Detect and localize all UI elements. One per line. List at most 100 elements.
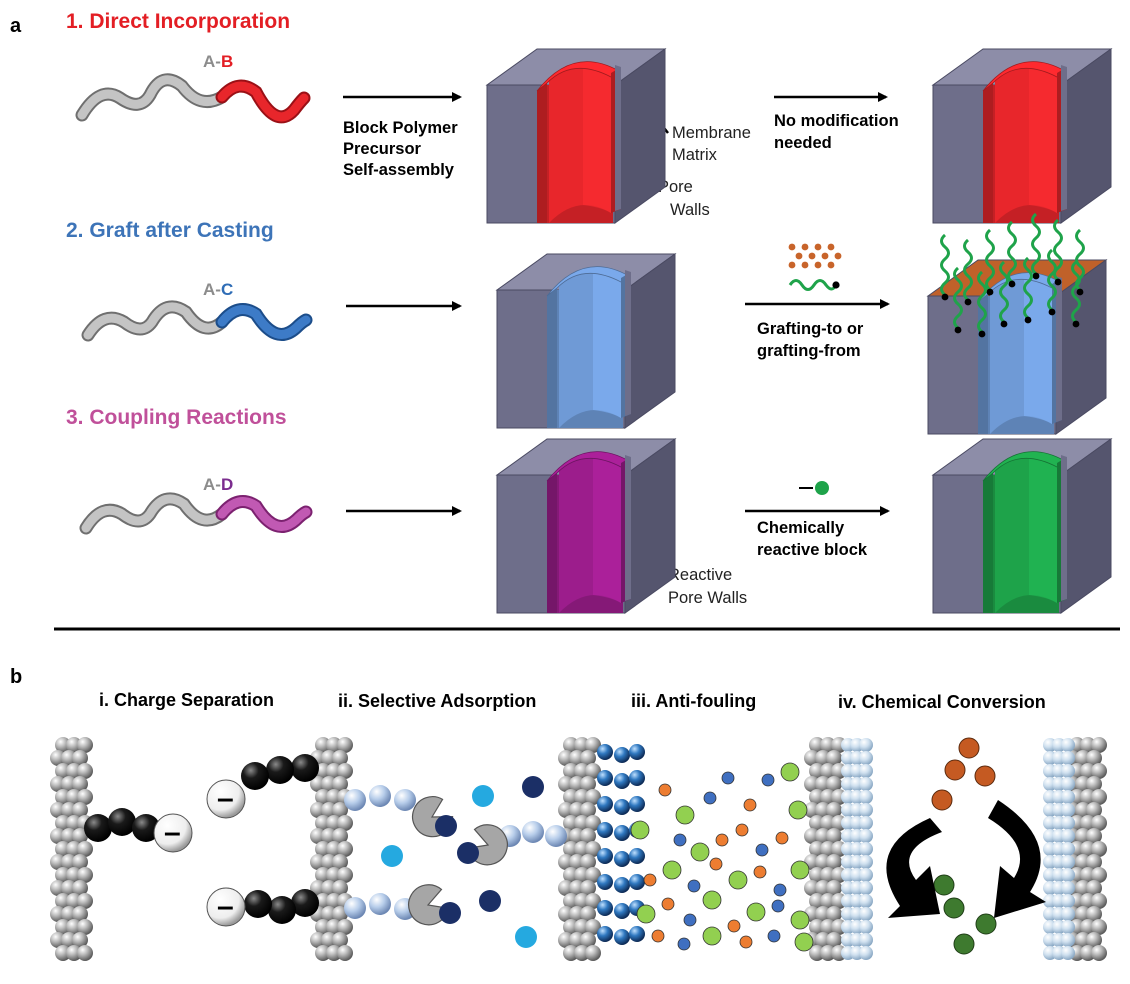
brush-bead — [597, 822, 613, 838]
charged-chain-bead — [268, 896, 296, 924]
row3-title: 3. Coupling Reactions — [66, 406, 287, 429]
step1-line2: Precursor — [343, 140, 422, 158]
reactant-molecule — [944, 759, 966, 781]
product-molecule — [943, 897, 965, 919]
b-title-anti-fouling: iii. Anti-fouling — [631, 691, 756, 711]
row1-step2-line1: No modification — [774, 112, 899, 130]
adsorption-chain-bead — [522, 821, 544, 843]
brush-bead — [629, 796, 645, 812]
grafted-chain — [1071, 260, 1081, 324]
adsorption-chain-bead — [369, 893, 391, 915]
product-molecule — [953, 933, 975, 955]
target-ion-dark — [435, 815, 457, 837]
charged-chain-bead — [132, 814, 160, 842]
brush-bead — [629, 770, 645, 786]
brush-bead — [614, 825, 630, 841]
conversion-arrows — [886, 800, 1046, 918]
row2-step2-line1: Grafting-to or — [757, 320, 864, 338]
adsorption-chain-bead — [344, 897, 366, 919]
charged-chain-bead — [291, 754, 319, 782]
reactant-molecule — [931, 789, 953, 811]
brush-bead — [614, 929, 630, 945]
brush-bead — [597, 770, 613, 786]
row3-step2-line2: reactive block — [757, 541, 868, 559]
foulant-particle — [702, 926, 722, 946]
initiator-dots — [788, 243, 842, 269]
charged-end-group: – — [153, 813, 193, 853]
foulant-particle — [675, 805, 695, 825]
target-ion-dark — [479, 890, 501, 912]
foulant-particle — [715, 833, 729, 847]
product-molecule — [975, 913, 997, 935]
brush-bead — [597, 900, 613, 916]
product-molecule — [933, 874, 955, 896]
graft-anchor — [1054, 278, 1062, 286]
row2-step2-line2: grafting-from — [757, 342, 861, 360]
brush-bead — [614, 799, 630, 815]
graft-anchor — [1008, 280, 1016, 288]
foulant-particle — [746, 902, 766, 922]
target-ion-cyan — [515, 926, 537, 948]
negative-charge-label: – — [217, 890, 234, 923]
charged-chain-bead — [84, 814, 112, 842]
foulant-particle — [790, 910, 810, 930]
foulant-particle — [651, 929, 665, 943]
b-title-selective-adsorption: ii. Selective Adsorption — [338, 691, 536, 711]
copolymer-label-2: A-C — [203, 280, 233, 299]
foulant-particle — [636, 904, 656, 924]
target-ion-cyan — [381, 845, 403, 867]
copolymer-label-3: A-D — [203, 475, 233, 494]
foulant-particle — [727, 919, 741, 933]
grafted-chain — [1047, 248, 1057, 312]
callout-matrix-line2: Matrix — [672, 146, 718, 164]
panel-b-label: b — [10, 666, 22, 688]
grafted-chain — [977, 270, 987, 334]
charged-chain-bead — [241, 762, 269, 790]
membrane-wall-conversion-pale — [841, 738, 1075, 960]
membrane-block-row1-final — [931, 48, 1113, 224]
callout-reactive-line2: Pore Walls — [668, 589, 747, 607]
callout-porewalls-line2: Walls — [670, 201, 710, 219]
foulant-particle — [702, 890, 722, 910]
adsorption-chain-bead — [344, 789, 366, 811]
membrane-block-row3-initial — [495, 438, 677, 614]
foulant-particle — [780, 762, 800, 782]
graft-anchor — [1032, 272, 1040, 280]
membrane-wall-charge-left — [50, 737, 93, 961]
callout-matrix-line1: Membrane — [672, 124, 751, 142]
step1-line1: Block Polymer — [343, 119, 458, 137]
copolymer-chain-3 — [79, 492, 313, 535]
graft-anchor — [1076, 288, 1084, 296]
foulant-particle — [662, 860, 682, 880]
brush-bead — [597, 796, 613, 812]
negative-charge-label: – — [164, 816, 181, 849]
membrane-block-row3-final — [931, 438, 1113, 614]
membrane-block-row2-initial — [495, 253, 677, 429]
panel-a-label: a — [10, 15, 22, 37]
foulant-particle — [753, 865, 767, 879]
brush-bead — [614, 747, 630, 763]
brush-bead — [629, 848, 645, 864]
callout-porewalls-line1: Pore — [658, 178, 693, 196]
brush-bead — [597, 848, 613, 864]
foulant-particle — [788, 800, 808, 820]
foulant-particle — [658, 783, 672, 797]
negative-charge-label: – — [217, 782, 234, 815]
foulant-particle — [703, 791, 717, 805]
grafted-chain — [1053, 218, 1063, 282]
reactant-molecule — [974, 765, 996, 787]
b-title-chemical-conversion: iv. Chemical Conversion — [838, 692, 1046, 712]
foulant-particle — [690, 842, 710, 862]
grafted-chain — [940, 233, 950, 297]
foulant-particle — [767, 929, 781, 943]
foulant-particle — [630, 820, 650, 840]
brush-bead — [614, 773, 630, 789]
foulant-particle — [775, 831, 789, 845]
graft-anchor — [1000, 320, 1008, 328]
graft-anchor — [978, 330, 986, 338]
grafted-chain — [963, 238, 973, 302]
target-ion-dark — [439, 902, 461, 924]
brush-bead — [614, 903, 630, 919]
foulant-particle — [761, 773, 775, 787]
